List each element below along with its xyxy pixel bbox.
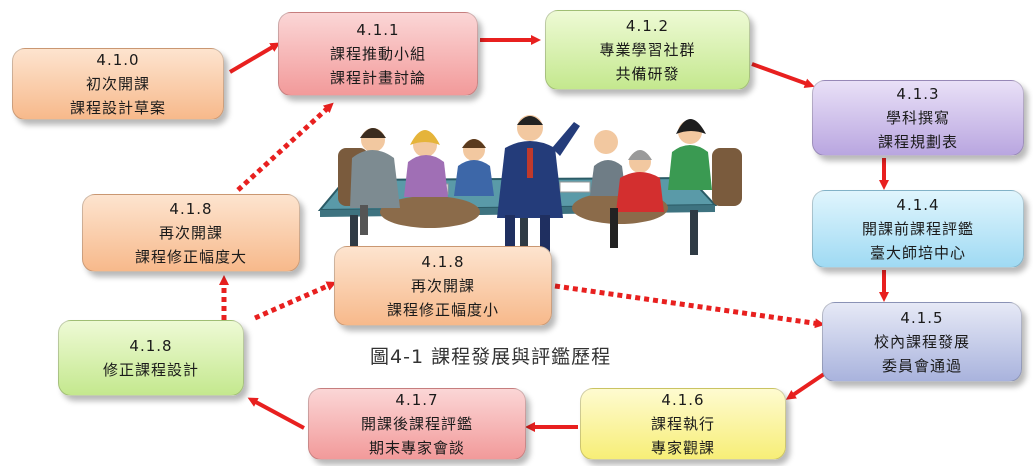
step-line2: 課程修正幅度大 <box>134 248 247 266</box>
step-code: 4.1.6 <box>661 391 705 409</box>
dotted-arrow-418a-418c <box>253 281 337 321</box>
step-code: 4.1.5 <box>900 309 944 327</box>
step-line1: 課程推動小組 <box>329 45 426 63</box>
step-line2: 共備研發 <box>615 65 680 83</box>
step-line1: 再次開課 <box>158 224 223 242</box>
step-4-1-7-box: 4.1.7 開課後課程評鑑 期末專家會談 <box>308 388 526 460</box>
arrow-410-411 <box>228 42 281 74</box>
step-4-1-6-box: 4.1.6 課程執行 專家觀課 <box>580 388 786 460</box>
step-code: 4.1.8 <box>169 200 213 218</box>
step-line1: 初次開課 <box>85 75 150 93</box>
step-code: 4.1.7 <box>395 391 439 409</box>
step-line2: 課程規劃表 <box>877 133 958 151</box>
dotted-arrow-418b-411 <box>236 102 334 192</box>
step-code: 4.1.3 <box>896 85 940 103</box>
step-line1: 校內課程發展 <box>873 333 970 351</box>
step-code: 4.1.2 <box>625 17 670 35</box>
step-line2: 專家觀課 <box>650 439 715 457</box>
step-code: 4.1.0 <box>96 51 140 69</box>
step-line1: 學科撰寫 <box>885 109 950 127</box>
step-4-1-8-major-box: 4.1.8 再次開課 課程修正幅度大 <box>82 194 300 272</box>
step-line1: 開課後課程評鑑 <box>360 415 473 433</box>
step-line1: 課程執行 <box>650 415 715 433</box>
step-line2: 課程修正幅度小 <box>386 301 499 319</box>
step-line2: 委員會通過 <box>881 357 962 375</box>
step-line1: 專業學習社群 <box>599 41 696 59</box>
step-4-1-8-modify-box: 4.1.8 修正課程設計 <box>58 320 244 396</box>
step-line2: 課程計畫討論 <box>329 69 426 87</box>
step-4-1-5-box: 4.1.5 校內課程發展 委員會通過 <box>822 302 1022 382</box>
step-line1: 開課前課程評鑑 <box>861 220 974 238</box>
meeting-people-icon <box>317 115 742 264</box>
step-4-1-3-box: 4.1.3 學科撰寫 課程規劃表 <box>812 80 1024 156</box>
step-4-1-8-minor-box: 4.1.8 再次開課 課程修正幅度小 <box>334 246 552 326</box>
step-line2: 臺大師培中心 <box>869 244 966 262</box>
step-code: 4.1.8 <box>421 253 465 271</box>
arrow-412-413 <box>751 62 815 88</box>
step-4-1-0-box: 4.1.0 初次開課 課程設計草案 <box>12 48 224 120</box>
step-4-1-2-box: 4.1.2 專業學習社群 共備研發 <box>545 10 750 90</box>
step-code: 4.1.1 <box>356 21 400 39</box>
figure-caption: 圖4-1 課程發展與評鑑歷程 <box>370 346 612 368</box>
step-line1: 再次開課 <box>410 277 475 295</box>
step-4-1-1-box: 4.1.1 課程推動小組 課程計畫討論 <box>278 12 478 96</box>
step-code: 4.1.4 <box>896 196 940 214</box>
step-4-1-4-box: 4.1.4 開課前課程評鑑 臺大師培中心 <box>812 190 1024 268</box>
arrow-417-418a <box>247 397 305 430</box>
step-code: 4.1.8 <box>129 337 173 355</box>
step-line2: 期末專家會談 <box>368 439 465 457</box>
dotted-arrow-418c-415 <box>554 283 825 329</box>
step-line2: 課程設計草案 <box>69 99 166 117</box>
step-line1: 修正課程設計 <box>102 361 199 379</box>
